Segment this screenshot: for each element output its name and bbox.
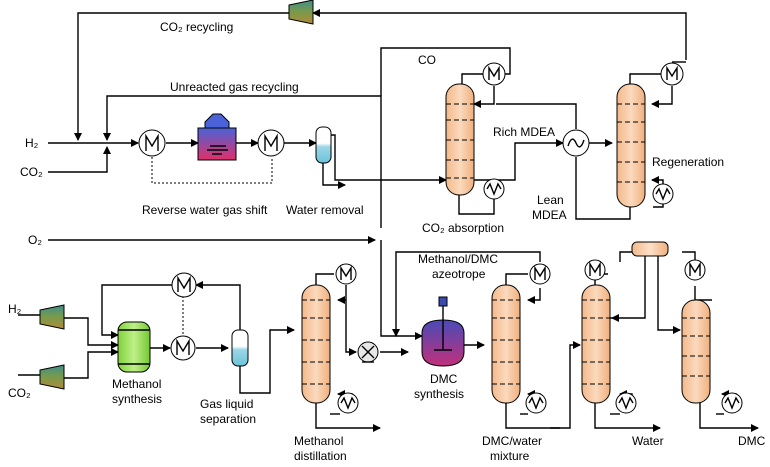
co2-feed-top: [48, 146, 111, 173]
label-unreacted-gas-recycling: Unreacted gas recycling: [170, 80, 299, 94]
label-lean-mdea-1: Lean: [537, 193, 564, 207]
label-co2-bottom: CO₂: [8, 386, 31, 400]
lean-mdea-line: [575, 157, 631, 220]
water-removal-separator: [315, 126, 332, 164]
label-methanol-dmc-azeotrope-1: Methanol/DMC: [418, 252, 498, 266]
rwgs-heat-exchanger-1: [138, 129, 166, 157]
label-methanol-distillation-1: Methanol: [294, 434, 343, 448]
dmc-reactor: [421, 296, 465, 367]
label-methanol-distillation-2: distillation: [294, 449, 347, 463]
water-col-bottom: [594, 403, 661, 432]
dmc-column: [681, 299, 711, 404]
azeotrope-reflux: [527, 288, 541, 304]
azeotrope-condenser: [529, 263, 551, 285]
dmc-col-reflux: [694, 286, 712, 301]
label-dmc-water-mixture-2: mixture: [490, 449, 530, 463]
dmc-water-to-next: [550, 341, 581, 429]
label-regeneration: Regeneration: [652, 155, 724, 169]
dmc-water-col-bottom: [505, 403, 560, 429]
water-column-condenser: [584, 259, 606, 281]
label-co2-absorption: CO₂ absorption: [422, 221, 504, 235]
methanol-cooler: [170, 335, 196, 361]
label-water-removal: Water removal: [286, 203, 364, 217]
tank-to-water-col: [612, 252, 659, 318]
label-co: CO: [418, 53, 436, 67]
co2-recycle-line-left: [74, 12, 289, 141]
methanol-recycle-down: [101, 284, 172, 339]
label-gas-liquid-separation-2: separation: [200, 412, 256, 426]
dmc-water-column: [491, 284, 521, 404]
h2-compressor-out: [64, 317, 119, 349]
h2-compressor: [39, 304, 65, 330]
regenerator-column: [616, 83, 646, 208]
label-co2-recycling: CO₂ recycling: [160, 20, 233, 34]
label-dmc-synthesis-1: DMC: [430, 372, 458, 386]
regenerator-condenser: [660, 62, 684, 86]
label-methanol-dmc-azeotrope-2: azeotrope: [432, 267, 486, 281]
label-methanol-synthesis-1: Methanol: [112, 377, 161, 391]
regen-vapor-line: [629, 73, 661, 84]
methanol-reactor: [117, 321, 151, 373]
azeotrope-top: [505, 273, 528, 285]
methanol-pump: [357, 341, 379, 363]
co2-absorber-column: [445, 83, 475, 196]
meoh-condenser-out: [345, 285, 357, 356]
dmc-column-condenser: [684, 259, 706, 281]
label-dmc-water-mixture-1: DMC/water: [482, 434, 542, 448]
dmc-column-reboiler: [721, 392, 743, 414]
label-dmc-synthesis-2: synthesis: [414, 387, 464, 401]
methanol-column-condenser: [335, 263, 357, 285]
decanter-tank: [631, 241, 669, 257]
o2-to-dmc: [380, 240, 423, 340]
co-out-line: [380, 47, 511, 96]
label-rich-mdea: Rich MDEA: [493, 125, 555, 139]
lean-rich-heat-exchanger: [562, 129, 590, 157]
label-reverse-water-gas-shift: Reverse water gas shift: [142, 203, 268, 217]
label-h2-top: H₂: [25, 136, 39, 150]
lean-mdea-to-absorber: [496, 103, 577, 129]
co-line: [461, 73, 483, 84]
label-co2-top: CO₂: [20, 165, 43, 179]
methanol-recycle-line: [195, 281, 241, 330]
dmc-water-reboiler: [525, 392, 547, 414]
co2-recycle-compressor: [288, 0, 314, 25]
gas-liquid-separator: [231, 329, 249, 367]
co2-compressor-out: [64, 348, 119, 379]
absorber-reflux: [473, 86, 495, 108]
water-removal-bottom-outlet: [322, 163, 346, 189]
label-o2: O₂: [28, 233, 42, 247]
absorber-condenser: [482, 62, 506, 86]
methanol-distillation-column: [301, 284, 331, 404]
label-lean-mdea-2: MDEA: [532, 208, 567, 222]
heat-integration-line-top: [151, 157, 273, 184]
azeotrope-recycle: [392, 251, 541, 337]
methanol-recycle-heater: [171, 272, 197, 298]
line-to-absorber: [331, 134, 447, 184]
co2-compressor: [39, 364, 65, 390]
label-methanol-synthesis-2: synthesis: [112, 392, 162, 406]
dmc-col-bottom: [699, 403, 759, 432]
water-col-condenser: [619, 251, 632, 262]
meoh-col-bottom: [315, 403, 381, 432]
label-water: Water: [632, 434, 664, 448]
label-h2-bottom: H₂: [8, 302, 22, 316]
separator-bottom: [239, 326, 295, 394]
co2-recycle-line-right: [312, 9, 687, 60]
rich-mdea-line: [474, 139, 564, 181]
absorber-bottom-line: [458, 195, 495, 215]
regenerator-reboiler: [652, 183, 674, 205]
methanol-column-reboiler: [337, 392, 359, 414]
dmc-col-top: [682, 251, 696, 262]
water-column: [581, 284, 611, 404]
water-column-reboiler: [615, 392, 637, 414]
regen-reflux: [651, 86, 673, 108]
absorber-reboiler: [483, 178, 505, 200]
label-dmc: DMC: [738, 434, 766, 448]
rwgs-reactor: [197, 113, 237, 161]
label-gas-liquid-separation-1: Gas liquid: [200, 397, 253, 411]
rwgs-heat-exchanger-2: [257, 129, 285, 157]
meoh-col-top: [315, 273, 334, 285]
tank-to-dmc-col: [657, 262, 681, 334]
